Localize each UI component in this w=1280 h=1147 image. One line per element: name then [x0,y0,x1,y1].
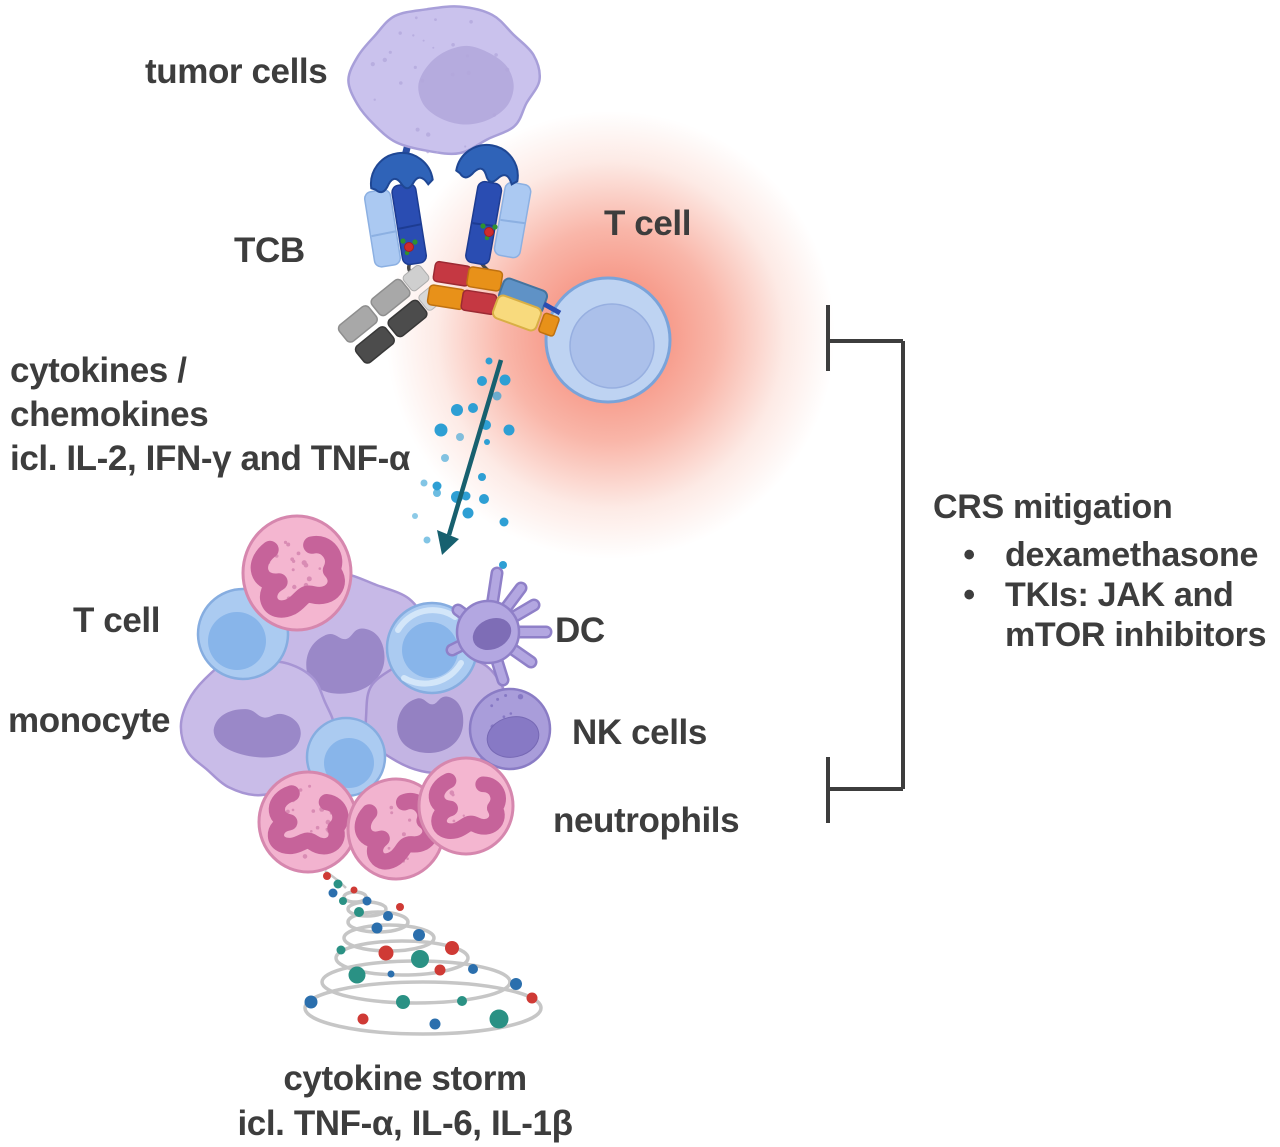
cytokine-storm-spiral [303,869,543,1036]
tcb-gray-fab-arm [337,264,446,364]
epitope-marker-left [400,238,418,256]
cytokines-line2: chemokines [10,395,209,434]
crs-item-dexamethasone: • dexamethasone [933,535,1266,575]
tcb-left-arm [363,182,428,268]
cytokines-line3: icl. IL-2, IFN-γ and TNF-α [10,439,411,478]
storm-line1: cytokine storm [283,1059,527,1098]
epitope-marker-right [480,223,498,241]
tcb-fc-region [426,260,504,316]
cytokines-line1: cytokines / [10,351,187,390]
t-cell-illustration [544,276,672,404]
label-cytokine-storm: cytokine storm icl. TNF-α, IL-6, IL-1β [175,1056,635,1146]
label-tumor-cells: tumor cells [145,52,328,91]
label-nk-cells: NK cells [572,713,707,752]
label-t-cell: T cell [604,204,692,243]
crs-title: CRS mitigation [933,488,1173,526]
cytokine-dots [412,357,515,569]
nk-cell-illustration [468,687,552,771]
dendritic-cell-illustration [445,566,553,687]
crs-item-text: dexamethasone [1005,536,1259,574]
label-dc: DC [555,611,605,650]
immune-cell-cluster-illustration [179,514,553,881]
bullet-icon: • [963,536,975,574]
label-cytokines-chemokines: cytokines / chemokines icl. IL-2, IFN-γ … [10,349,410,481]
storm-line2: icl. TNF-α, IL-6, IL-1β [237,1104,573,1143]
inhibition-bracket [826,305,905,823]
crs-mitigation-block: CRS mitigation • dexamethasone • TKIs: J… [933,487,1267,655]
bullet-icon: • [963,576,975,614]
tumor-cell-illustration [347,5,541,176]
label-neutrophils: neutrophils [553,801,740,840]
tcb-antibody-illustration [337,138,562,364]
storm-cytokine-dots [304,872,538,1030]
release-arrow-icon [437,359,504,555]
label-monocyte: monocyte [8,701,171,740]
label-tcb: TCB [234,231,305,270]
label-cluster-t-cell: T cell [73,601,161,640]
neutrophil-illustrations [241,514,515,881]
tcb-linker-domain [491,294,560,337]
tcb-right-arm [465,180,532,266]
